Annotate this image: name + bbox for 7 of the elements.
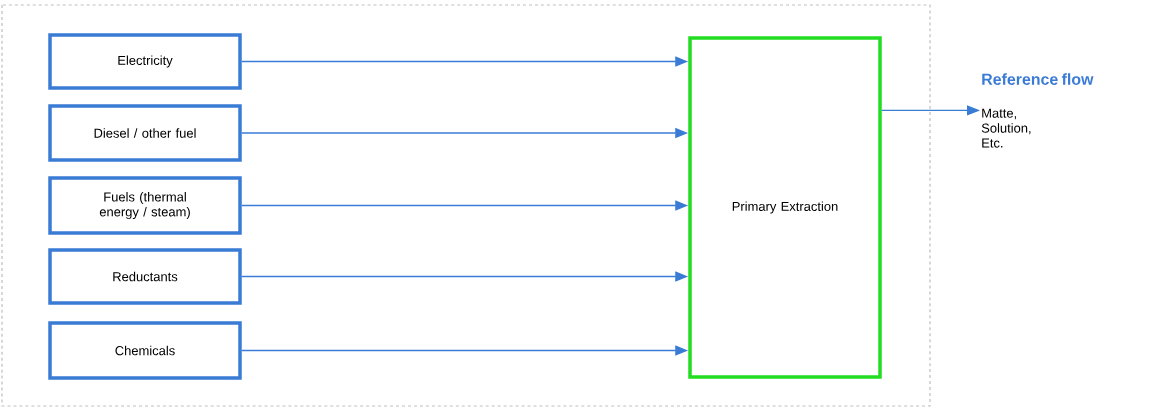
input-box: Reductants <box>48 248 242 305</box>
input-box: Diesel / other fuel <box>48 104 242 162</box>
input-box: Chemicals <box>48 321 242 380</box>
input-box: Fuels (thermal energy / steam) <box>48 176 242 235</box>
process-box: Primary Extraction <box>688 36 882 379</box>
input-box: Electricity <box>48 33 242 90</box>
output-label: Reference flow Matte, Solution, Etc. <box>981 73 1094 148</box>
